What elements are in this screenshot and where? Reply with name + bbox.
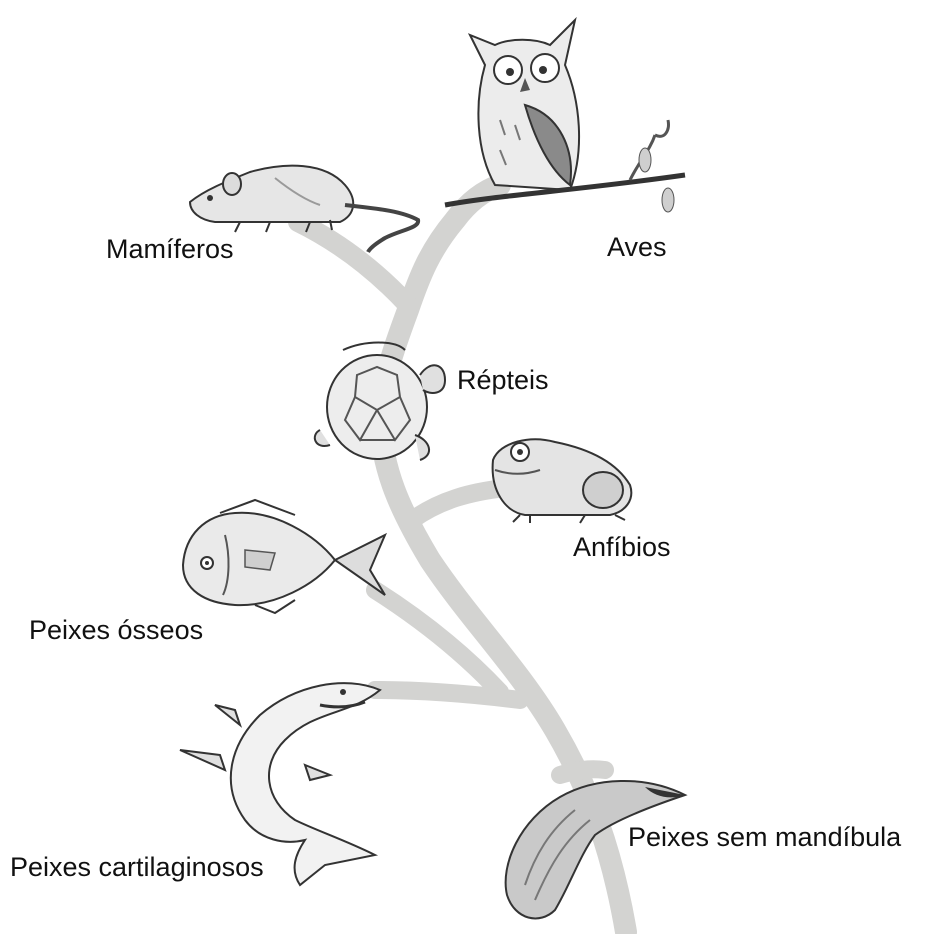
label-anfibios: Anfíbios (573, 534, 671, 561)
shark-branch (375, 690, 520, 700)
label-aves: Aves (607, 234, 667, 261)
label-peixes-sem-mandibula: Peixes sem mandíbula (628, 824, 901, 851)
fish-icon (175, 495, 390, 615)
label-peixes-cartilaginosos: Peixes cartilaginosos (10, 854, 264, 881)
turtle-icon (305, 335, 455, 470)
label-repteis: Répteis (457, 367, 549, 394)
frog-icon (485, 430, 640, 525)
label-peixes-osseos: Peixes ósseos (29, 617, 203, 644)
label-mamiferos: Mamíferos (106, 236, 234, 263)
owl-icon (440, 10, 690, 235)
